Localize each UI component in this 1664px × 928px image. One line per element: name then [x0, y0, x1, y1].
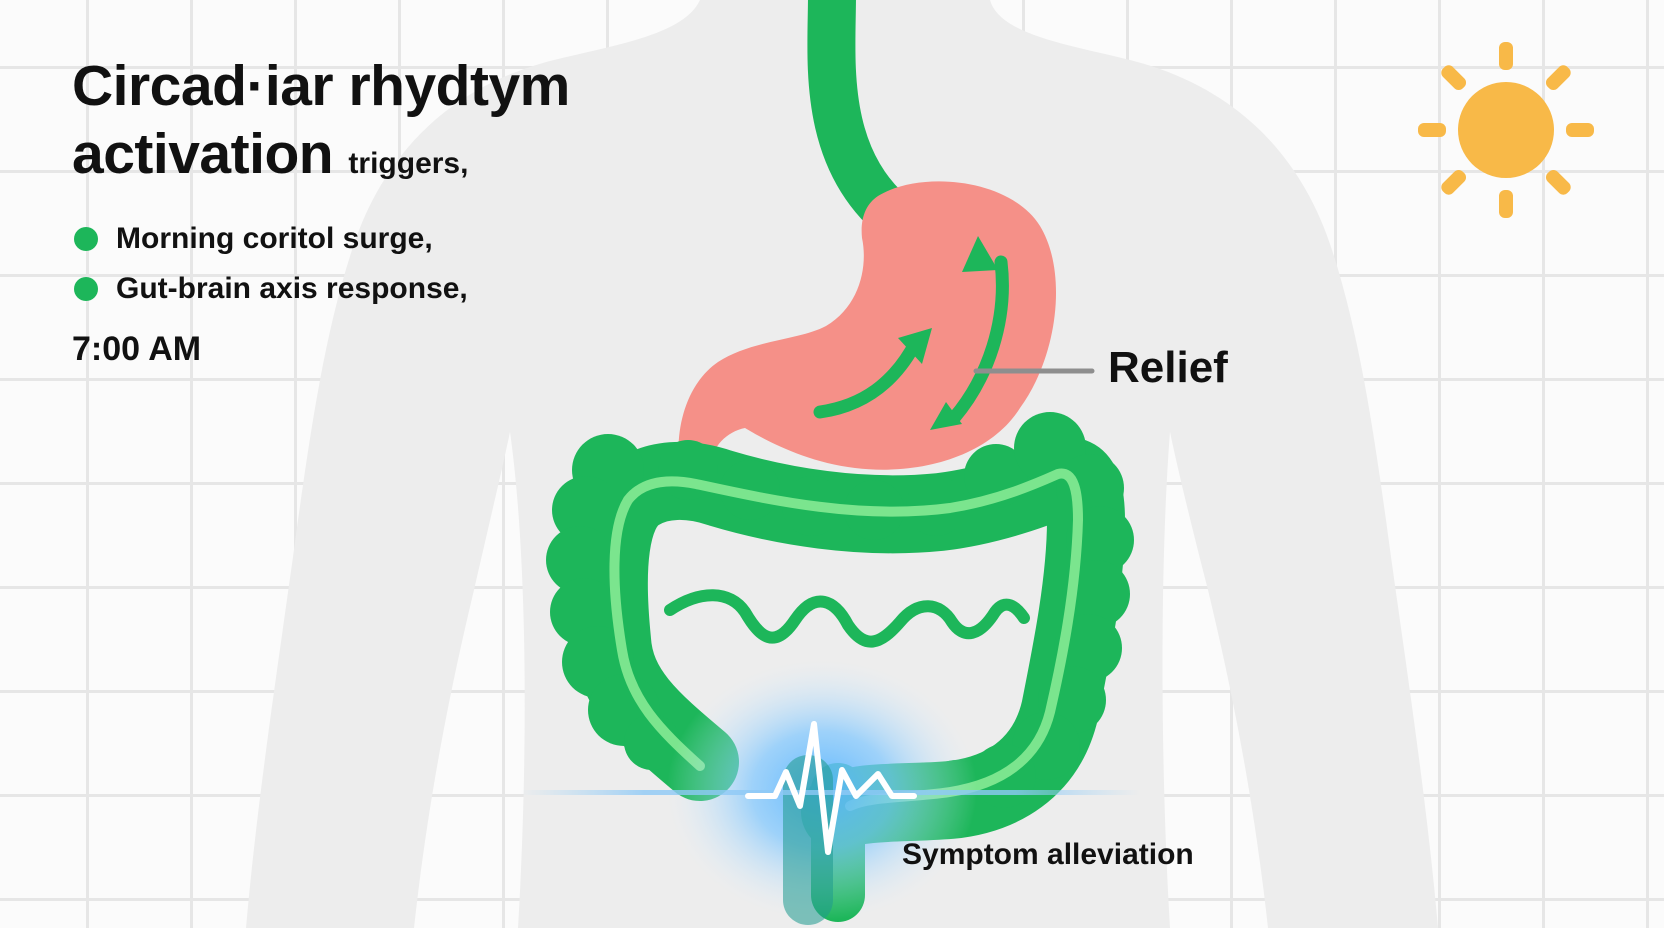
bullet-dot-icon: [74, 277, 98, 301]
time-label: 7:00 AM: [72, 330, 202, 368]
stomach-motion-arrows: [813, 255, 1009, 425]
heartbeat-line-icon: [745, 721, 917, 855]
symptom-label: Symptom alleviation: [902, 838, 1194, 871]
list-item: Gut-brain axis response,: [72, 264, 692, 314]
bullet-label: Morning coritol surge,: [116, 222, 433, 255]
stomach-arrowheads: [898, 236, 998, 430]
list-item: Morning coritol surge,: [72, 214, 692, 264]
page-title: Circad·iar rhydtym activation triggers,: [72, 52, 692, 198]
small-intestine: [664, 589, 1030, 648]
bullet-list: Morning coritol surge, Gut-brain axis re…: [72, 214, 692, 314]
baseline-line: [520, 790, 1140, 795]
relief-label: Relief: [1108, 343, 1228, 392]
bullet-dot-icon: [74, 227, 98, 251]
bullet-label: Gut-brain axis response,: [116, 272, 468, 305]
colon-inner-line: [609, 468, 1083, 811]
sun-icon: [1418, 42, 1594, 218]
title-main: Circad·iar rhydtym activation: [72, 54, 570, 186]
header-text: Circad·iar rhydtym activation triggers, …: [72, 52, 692, 369]
title-suffix: triggers,: [348, 147, 469, 180]
esophagus: [807, 0, 924, 246]
